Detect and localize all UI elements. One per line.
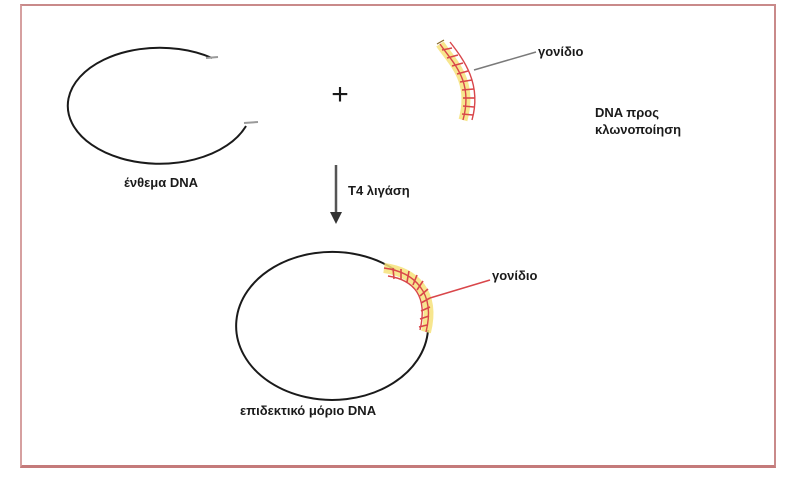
dna-for-cloning-label: DNA προς κλωνοποίηση	[595, 104, 681, 138]
open-plasmid-end-top	[206, 57, 218, 58]
gene-insert-recombinant	[384, 268, 430, 332]
gene-bottom-pointer	[430, 280, 490, 298]
ligase-label: Τ4 λιγάση	[348, 183, 410, 199]
gene-fragment-top	[437, 40, 475, 120]
dna-for-cloning-line2: κλωνοποίηση	[595, 121, 681, 138]
insert-dna-label: ένθεμα DNA	[124, 175, 198, 191]
gene-label-top: γονίδιο	[538, 44, 583, 60]
gene-label-bottom: γονίδιο	[492, 268, 537, 284]
dna-for-cloning-line1: DNA προς	[595, 104, 681, 121]
recombinant-dna-label: επιδεκτικό μόριο DNA	[240, 403, 376, 419]
ligase-arrow-head	[330, 212, 342, 224]
open-plasmid	[68, 48, 246, 164]
gene-top-pointer	[474, 52, 536, 70]
plus-sign: +	[331, 78, 349, 111]
open-plasmid-end-bottom	[244, 122, 258, 123]
